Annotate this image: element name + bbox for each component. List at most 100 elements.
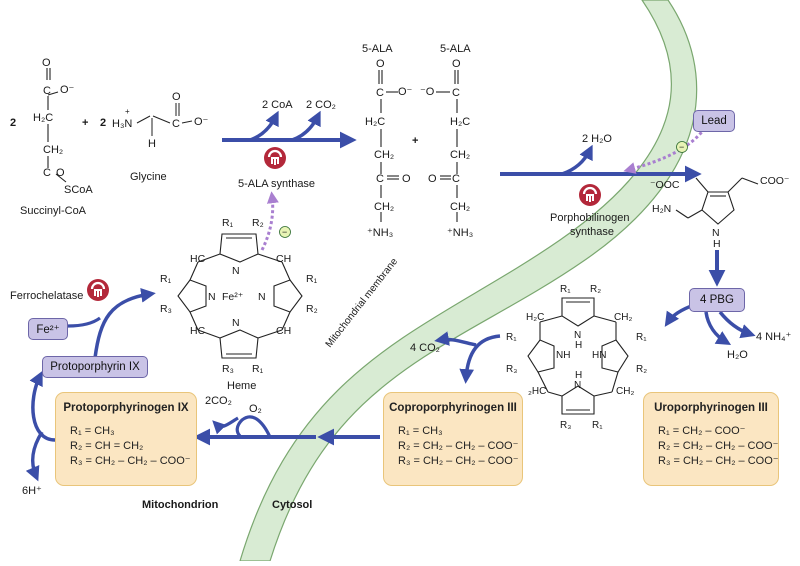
reactant-coefficient: 2 — [10, 117, 16, 129]
svg-text:N: N — [232, 317, 240, 329]
svg-text:N: N — [232, 265, 240, 277]
copro-co2-label: 4 CO₂ — [410, 342, 440, 354]
svg-text:HN: HN — [592, 350, 606, 361]
reactant-coefficient: 2 — [100, 117, 106, 129]
plus-sign: + — [412, 135, 418, 147]
svg-text:N: N — [258, 291, 266, 303]
svg-text:O: O — [42, 57, 51, 69]
svg-text:C: C — [452, 173, 460, 185]
lead-badge: Lead — [693, 110, 735, 132]
svg-text:N: N — [574, 330, 581, 341]
svg-text:C: C — [376, 87, 384, 99]
svg-text:⁺NH₃: ⁺NH₃ — [447, 227, 473, 239]
lead-inhibition-arrow — [623, 127, 707, 174]
o2-label: O₂ — [249, 403, 262, 415]
svg-text:R₁: R₁ — [560, 284, 571, 295]
svg-text:C: C — [172, 118, 180, 130]
water-label: 2 H₂O — [582, 133, 612, 145]
glycine-label: Glycine — [130, 171, 167, 183]
box-title: Coproporphyrinogen III — [389, 402, 517, 414]
svg-text:R₃: R₃ — [222, 363, 234, 375]
svg-text:SCoA: SCoA — [64, 184, 93, 196]
svg-text:CH₂: CH₂ — [616, 386, 634, 397]
ala-label-1: 5-ALA — [362, 43, 393, 55]
succinyl-coa-label: Succinyl-CoA — [20, 205, 87, 217]
svg-text:R₃: R₃ — [506, 364, 517, 375]
plus-sign: + — [82, 117, 88, 129]
protoporphyrinogen-box: Protoporphyrinogen IX R₁ = CH₃ R₂ = CH =… — [55, 392, 197, 486]
ferrochelatase-icon — [85, 277, 111, 303]
heme-label: Heme — [227, 380, 256, 392]
svg-text:H: H — [575, 370, 582, 381]
svg-text:R₁: R₁ — [252, 363, 264, 375]
svg-text:R₂: R₂ — [252, 217, 264, 229]
svg-text:R₃: R₃ — [560, 420, 571, 431]
inhibition-sign — [279, 226, 291, 238]
svg-text:O: O — [428, 173, 437, 185]
svg-text:CH₂: CH₂ — [450, 149, 470, 161]
iron-badge: Fe²⁺ — [28, 318, 68, 340]
co2-label: 2 CO₂ — [306, 99, 336, 111]
protons-label: 6H⁺ — [22, 485, 42, 497]
svg-text:CH: CH — [276, 253, 291, 265]
uroporphyrinogen-box: Uroporphyrinogen III R₁ = CH₂ – COO⁻ R₂ … — [643, 392, 779, 486]
svg-text:O: O — [402, 173, 411, 185]
svg-text:R₂: R₂ — [306, 303, 318, 315]
pbg-water-label: H₂O — [727, 349, 748, 361]
svg-text:O: O — [56, 167, 65, 179]
heme-iron-label: Fe²⁺ — [222, 291, 244, 303]
svg-text:R₂: R₂ — [590, 284, 601, 295]
svg-text:⁺NH₃: ⁺NH₃ — [367, 227, 393, 239]
svg-text:CH₂: CH₂ — [43, 144, 63, 156]
svg-text:H₂N: H₂N — [652, 203, 671, 215]
svg-text:H₂C: H₂C — [526, 312, 544, 323]
svg-text:−: − — [282, 227, 287, 237]
svg-text:H: H — [148, 138, 156, 150]
pbg-structure — [675, 177, 759, 225]
porphyrinogen-ring — [527, 297, 629, 415]
svg-text:COO⁻: COO⁻ — [760, 175, 790, 187]
svg-text:O⁻: O⁻ — [398, 86, 413, 98]
svg-text:H₂C: H₂C — [365, 116, 385, 128]
enzyme-icon — [577, 182, 603, 208]
svg-text:N: N — [712, 227, 720, 239]
svg-text:₂HC: ₂HC — [528, 386, 546, 397]
protoporphyrin-badge: Protoporphyrin IX — [42, 356, 148, 378]
svg-text:R₂: R₂ — [636, 364, 647, 375]
pbg-synthase-label-1: Porphobilinogen — [550, 212, 630, 224]
svg-text:−: − — [679, 142, 684, 152]
svg-text:CH₂: CH₂ — [450, 201, 470, 213]
ala-label-2: 5-ALA — [440, 43, 471, 55]
ala-structures — [378, 70, 459, 222]
svg-text:O: O — [376, 58, 385, 70]
svg-text:R₃: R₃ — [160, 303, 172, 315]
enzyme-icon — [262, 145, 288, 171]
svg-text:⁻OOC: ⁻OOC — [650, 179, 680, 191]
svg-text:H: H — [713, 238, 721, 250]
coproporphyrinogen-box: Coproporphyrinogen III R₁ = CH₃ R₂ = CH₂… — [383, 392, 523, 486]
svg-text:R₁: R₁ — [506, 332, 517, 343]
svg-text:CH: CH — [276, 325, 291, 337]
proto-co2-label: 2CO₂ — [205, 395, 232, 407]
heme-structure — [177, 233, 303, 359]
nh4-label: 4 NH₄⁺ — [756, 331, 792, 343]
svg-text:R₁: R₁ — [306, 273, 318, 285]
box-title: Uroporphyrinogen III — [654, 402, 768, 414]
svg-text:O: O — [172, 91, 181, 103]
svg-text:N: N — [208, 291, 216, 303]
pbg-synthase-label-2: synthase — [570, 226, 614, 238]
svg-text:HC: HC — [190, 253, 206, 265]
svg-text:O⁻: O⁻ — [194, 116, 209, 128]
svg-text:R₁: R₁ — [636, 332, 647, 343]
ala-synthase-label: 5-ALA synthase — [238, 178, 315, 190]
svg-text:+: + — [125, 107, 130, 116]
pbg-badge: 4 PBG — [689, 288, 745, 312]
svg-text:O⁻: O⁻ — [60, 84, 75, 96]
cytosol-label: Cytosol — [272, 499, 312, 511]
glycine-structure: H₃N + H C O O⁻ Glycine — [112, 91, 209, 183]
svg-text:O: O — [452, 58, 461, 70]
svg-text:C: C — [43, 167, 51, 179]
svg-text:H₂C: H₂C — [33, 112, 53, 124]
